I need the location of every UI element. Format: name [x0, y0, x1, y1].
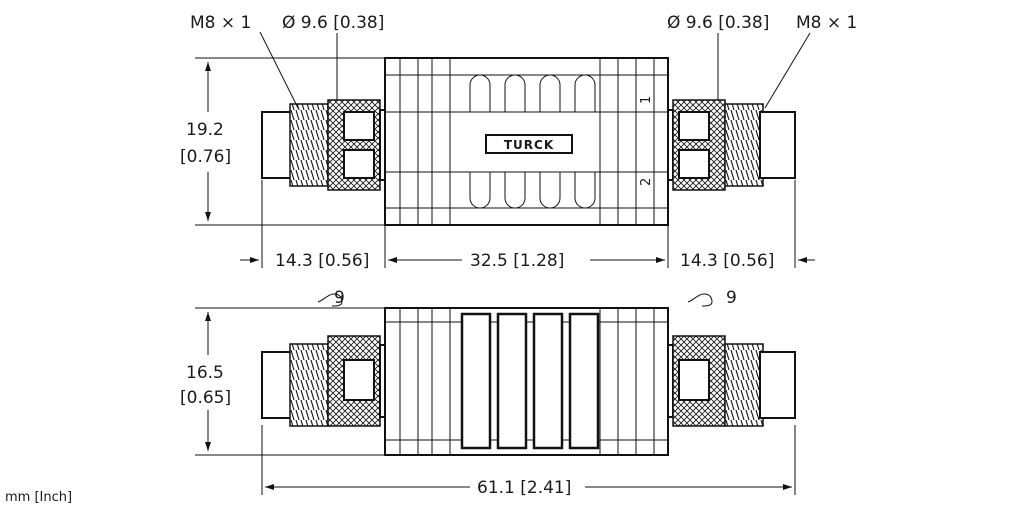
port-1-label: 1	[639, 96, 654, 104]
left-length-dim: 14.3 [0.56]	[275, 251, 369, 271]
diameter-label-right: Ø 9.6 [0.38]	[667, 13, 769, 33]
right-length-dim: 14.3 [0.56]	[680, 251, 774, 271]
right-connector	[672, 99, 796, 191]
thread-label-left: M8 × 1	[190, 13, 251, 33]
left-connector	[261, 99, 381, 191]
height-in-side: [0.65]	[180, 388, 231, 408]
splitter-body-side	[379, 307, 674, 456]
thread-label-right: M8 × 1	[796, 13, 857, 33]
port-2-label: 2	[639, 178, 654, 186]
wrench-label-left: 9	[334, 288, 345, 308]
diameter-label-left: Ø 9.6 [0.38]	[282, 13, 384, 33]
wrench-label-right: 9	[726, 288, 737, 308]
units-note: mm [Inch]	[5, 490, 72, 505]
top-view: TURCK 1 2 M8 × 1 Ø 9.6 [0.38] Ø 9.6 [0.3…	[180, 13, 857, 271]
total-length-dim: 61.1 [2.41]	[477, 478, 571, 498]
height-in-top: [0.76]	[180, 147, 231, 167]
wrench-icon	[687, 293, 713, 307]
wrench-size-right: 9	[687, 288, 737, 308]
height-mm-side: 16.5	[186, 363, 224, 383]
side-view: 9 9	[180, 288, 796, 498]
left-connector-side	[261, 335, 381, 427]
turck-logo	[485, 134, 573, 154]
body-length-dim: 32.5 [1.28]	[470, 251, 564, 271]
wrench-size-left: 9	[317, 288, 345, 308]
turck-logo-text: TURCK	[504, 138, 554, 152]
right-connector-side	[672, 335, 796, 427]
wrench-icon	[317, 293, 343, 307]
splitter-body: TURCK 1 2	[379, 57, 674, 226]
height-mm-top: 19.2	[186, 120, 224, 140]
